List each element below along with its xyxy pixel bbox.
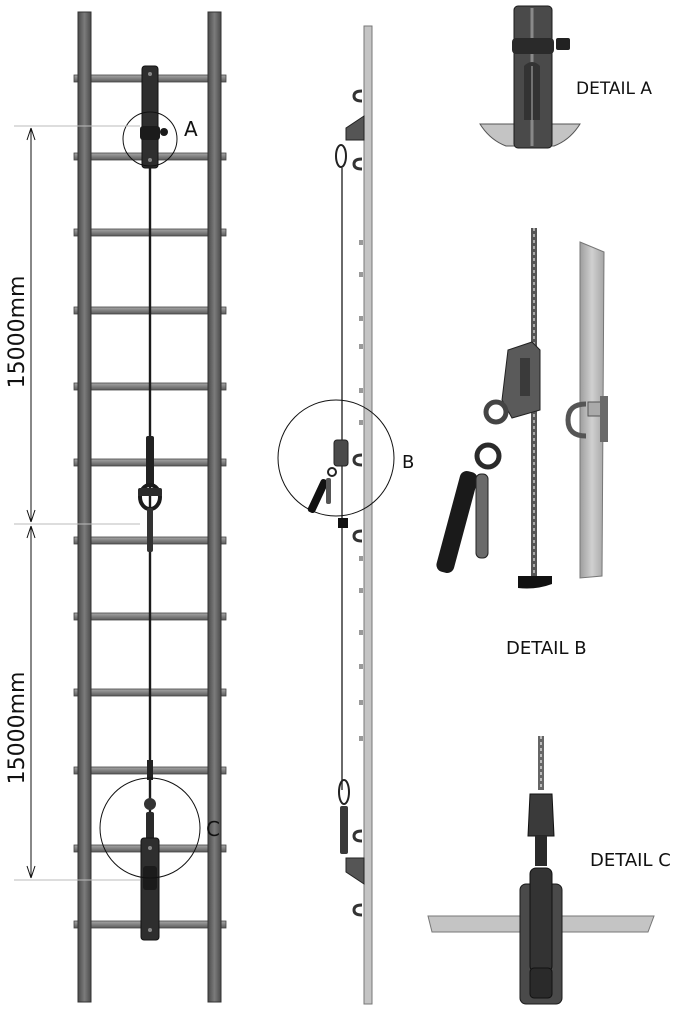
callout-circle-c bbox=[99, 777, 201, 879]
side-rail-bolt bbox=[359, 664, 363, 669]
detail-b-fall-arrester bbox=[436, 341, 541, 573]
side-rail-bolt bbox=[359, 240, 363, 245]
bottom-anchor-assembly bbox=[140, 760, 160, 941]
side-fall-arrester bbox=[307, 439, 349, 514]
side-rail bbox=[363, 25, 373, 1005]
mid-cable-tensioner bbox=[138, 436, 162, 552]
side-rail-bolt bbox=[359, 420, 363, 425]
callout-label-a: A bbox=[184, 117, 198, 141]
detail-a-label: DETAIL A bbox=[576, 79, 652, 99]
side-bottom-bracket bbox=[345, 857, 365, 885]
detail-b-label: DETAIL B bbox=[506, 638, 587, 659]
side-rung-clamps bbox=[352, 89, 363, 917]
left-rail bbox=[77, 11, 92, 1003]
right-rail bbox=[207, 11, 222, 1003]
side-rail-bolt bbox=[359, 556, 363, 561]
callout-label-c: C bbox=[206, 817, 220, 841]
side-rail-bolt bbox=[359, 344, 363, 349]
detail-b-view: DETAIL B bbox=[436, 228, 608, 659]
dimension-lines bbox=[14, 125, 140, 881]
callout-circle-b bbox=[277, 399, 395, 517]
upper-span-dimension: 15000mm bbox=[5, 276, 30, 389]
side-rail-bolt bbox=[359, 316, 363, 321]
side-rail-bolt bbox=[359, 388, 363, 393]
callout-circle-a bbox=[122, 111, 178, 167]
side-rung-clamp bbox=[352, 829, 363, 843]
lower-span-dimension: 15000mm bbox=[5, 672, 30, 785]
detail-c-label: DETAIL C bbox=[590, 850, 671, 871]
side-rung-clamp bbox=[352, 529, 363, 543]
side-rung-clamp bbox=[352, 89, 363, 103]
side-rail-bolt bbox=[359, 736, 363, 741]
side-rail-bolt bbox=[359, 630, 363, 635]
front-view-ladder: A C bbox=[73, 11, 227, 1003]
detail-c-view: DETAIL C bbox=[427, 736, 671, 1005]
side-rail-bolt bbox=[359, 700, 363, 705]
side-view: B bbox=[277, 25, 414, 1005]
side-rung-clamp bbox=[352, 903, 363, 917]
side-rung-clamp bbox=[352, 453, 363, 467]
detail-a-view: DETAIL A bbox=[479, 5, 652, 149]
side-rail-bolt bbox=[359, 272, 363, 277]
side-rung-clamp bbox=[352, 157, 363, 171]
side-top-bracket bbox=[345, 115, 365, 141]
side-rail-bolt bbox=[359, 588, 363, 593]
callout-label-b: B bbox=[402, 452, 414, 473]
